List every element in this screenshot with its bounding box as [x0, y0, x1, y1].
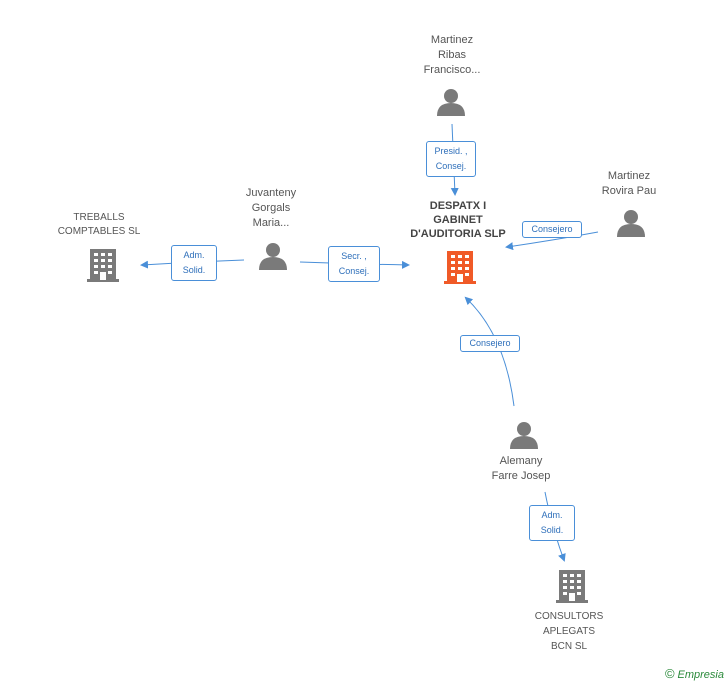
edge-label-alemany-consultors[interactable]: Adm. Solid. [529, 505, 575, 541]
label-line: DESPATX I [429, 200, 487, 212]
edge-label-line: Consej. [435, 161, 467, 171]
edge-alemany-to-center [464, 296, 515, 407]
label-line: APLEGATS [542, 626, 596, 637]
edge-label-line: Adm. [183, 250, 205, 260]
edge-label-line: Solid. [182, 265, 206, 275]
label-line: Martinez [430, 34, 474, 46]
edge-label-rovira-center[interactable]: Consejero [522, 221, 582, 238]
brand-name: Empresia [677, 669, 724, 681]
company-label-consultors[interactable]: CONSULTORS APLEGATS BCN SL [514, 609, 624, 654]
person-icon[interactable] [617, 210, 645, 237]
edge-label-line: Consejero [531, 224, 573, 234]
person-icon[interactable] [259, 243, 287, 270]
building-icon[interactable] [556, 570, 588, 603]
label-line: D'AUDITORIA SLP [410, 228, 506, 240]
person-icon[interactable] [437, 89, 465, 116]
label-line: BCN SL [550, 641, 588, 652]
label-line: Francisco... [423, 64, 481, 76]
edge-label-line: Secr. , [341, 251, 367, 261]
label-line: Rovira Pau [601, 185, 657, 197]
center-company-label[interactable]: DESPATX I GABINET D'AUDITORIA SLP [398, 199, 518, 241]
brand-logo[interactable]: ©Empresia [665, 666, 724, 681]
edge-label-line: Presid. , [434, 146, 468, 156]
label-line: Farre Josep [491, 470, 551, 482]
edge-label-juvanteny-treballs[interactable]: Adm. Solid. [171, 245, 217, 281]
edge-label-alemany-center[interactable]: Consejero [460, 335, 520, 352]
person-icon[interactable] [510, 422, 538, 449]
copyright-symbol: © [664, 666, 675, 681]
person-label-ribas[interactable]: Martinez Ribas Francisco... [402, 33, 502, 78]
label-line: Martinez [607, 170, 651, 182]
label-line: TREBALLS [73, 212, 125, 223]
edge-label-line: Consejero [469, 338, 511, 348]
edge-rovira-to-center [505, 231, 599, 251]
edge-label-line: Solid. [540, 525, 564, 535]
person-label-rovira[interactable]: Martinez Rovira Pau [584, 169, 674, 199]
label-line: CONSULTORS [534, 611, 604, 622]
building-icon[interactable] [444, 251, 476, 284]
label-line: Gorgals [251, 202, 291, 214]
label-line: COMPTABLES SL [57, 226, 141, 237]
edge-label-line: Adm. [541, 510, 563, 520]
label-line: Ribas [437, 49, 467, 61]
person-label-juvanteny[interactable]: Juvanteny Gorgals Maria... [226, 186, 316, 231]
company-label-treballs[interactable]: TREBALLS COMPTABLES SL [44, 211, 154, 239]
person-label-alemany[interactable]: Alemany Farre Josep [471, 454, 571, 484]
edge-label-ribas-center[interactable]: Presid. , Consej. [426, 141, 476, 177]
label-line: GABINET [433, 214, 483, 226]
label-line: Juvanteny [245, 187, 297, 199]
edge-label-juvanteny-center[interactable]: Secr. , Consej. [328, 246, 380, 282]
edge-label-line: Consej. [338, 266, 370, 276]
label-line: Alemany [499, 455, 543, 467]
building-icon[interactable] [87, 249, 119, 282]
label-line: Maria... [252, 217, 290, 229]
